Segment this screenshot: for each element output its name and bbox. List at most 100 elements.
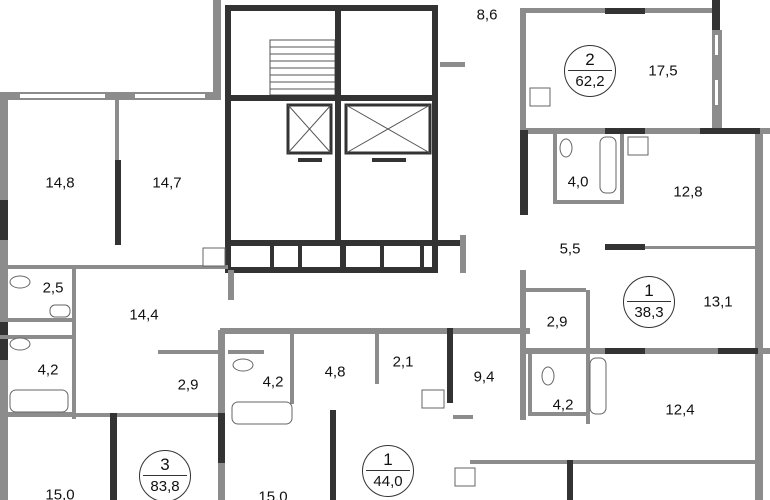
wall <box>520 270 526 420</box>
wall <box>712 0 720 30</box>
room-area: 12,8 <box>673 183 703 201</box>
wall <box>228 95 435 101</box>
room-area: 14,8 <box>45 174 75 192</box>
wall <box>290 334 294 404</box>
wall <box>0 318 75 322</box>
apartment-rooms: 3 <box>143 451 187 476</box>
room-area: 14,4 <box>129 306 159 324</box>
apartment-rooms: 1 <box>366 446 410 471</box>
bathtub-icon <box>589 357 607 415</box>
wall <box>158 350 220 354</box>
bathtub-icon <box>231 401 293 425</box>
room-area: 12,4 <box>665 401 695 419</box>
window <box>755 134 763 500</box>
room-area: 17,5 <box>648 62 678 80</box>
bathtub-icon <box>599 136 617 194</box>
wall <box>213 0 221 100</box>
room-area: 2,9 <box>177 376 199 394</box>
apartment-area: 44,0 <box>373 473 403 490</box>
wall <box>605 128 645 134</box>
room-area: 4,8 <box>324 363 346 381</box>
toilet-icon <box>9 337 31 351</box>
room-area: 14,7 <box>152 174 182 192</box>
apartment-area: 62,2 <box>575 73 605 90</box>
wall <box>110 413 117 500</box>
wall <box>218 413 225 463</box>
wall <box>0 320 8 360</box>
room-area: 15,0 <box>258 488 288 500</box>
wall <box>0 265 228 269</box>
window <box>20 94 105 98</box>
wall <box>700 128 760 134</box>
wall <box>115 100 119 160</box>
room-area: 2,1 <box>392 353 414 371</box>
wall <box>115 160 121 245</box>
toilet-icon <box>541 366 555 386</box>
room-area: 8,6 <box>476 6 498 24</box>
apartment-area: 83,8 <box>150 478 180 495</box>
apartment-badge: 1 38,3 <box>623 276 675 328</box>
wall <box>228 240 465 246</box>
elevator <box>286 103 333 162</box>
wall <box>375 334 379 384</box>
wall <box>526 288 586 292</box>
wall <box>520 130 528 215</box>
bathtub-icon <box>9 389 69 413</box>
apartment-badge: 2 62,2 <box>564 45 616 97</box>
apartment-rooms: 1 <box>627 277 671 302</box>
wall <box>453 415 473 419</box>
wall <box>330 410 336 500</box>
wall <box>0 335 75 339</box>
room-area: 2,5 <box>42 279 64 297</box>
wall <box>567 460 573 500</box>
wall <box>0 92 220 100</box>
wall <box>605 244 645 250</box>
wall <box>605 8 645 14</box>
wall <box>0 92 8 500</box>
room-area: 9,4 <box>473 368 495 386</box>
shafts <box>270 246 424 270</box>
wall <box>72 269 76 419</box>
wall <box>528 412 588 416</box>
stairs <box>269 39 336 96</box>
sink-icon <box>421 389 445 409</box>
toilet-icon <box>559 138 573 158</box>
room-area: 2,9 <box>546 313 568 331</box>
wall <box>520 8 526 128</box>
room-area: 13,1 <box>703 293 733 311</box>
apartment-badge: 1 44,0 <box>362 445 414 497</box>
sink-icon <box>49 304 71 318</box>
wall <box>228 270 234 300</box>
wall <box>586 290 590 350</box>
wall <box>605 348 645 354</box>
wall <box>440 62 465 67</box>
room-area: 15,0 <box>45 486 75 500</box>
wall <box>220 328 530 334</box>
wall <box>228 350 264 354</box>
sink-icon <box>202 247 226 267</box>
wall <box>470 460 760 464</box>
wall <box>586 354 590 424</box>
wall <box>0 200 8 240</box>
elevator <box>344 103 432 162</box>
wall <box>335 10 341 240</box>
apartment-rooms: 2 <box>568 46 612 71</box>
sink-icon <box>529 87 551 107</box>
window <box>135 94 205 98</box>
apartment-area: 38,3 <box>634 304 664 321</box>
room-area: 4,2 <box>37 361 59 379</box>
stair-core <box>225 5 438 273</box>
wall <box>528 354 532 414</box>
wall <box>620 134 624 204</box>
wall <box>718 348 758 354</box>
room-area: 5,5 <box>559 240 581 258</box>
wall <box>553 200 623 204</box>
toilet-icon <box>232 358 254 372</box>
room-area: 4,2 <box>262 373 284 391</box>
wall <box>553 134 557 204</box>
sink-icon <box>627 136 649 156</box>
wall <box>645 246 755 249</box>
wall <box>447 328 453 403</box>
